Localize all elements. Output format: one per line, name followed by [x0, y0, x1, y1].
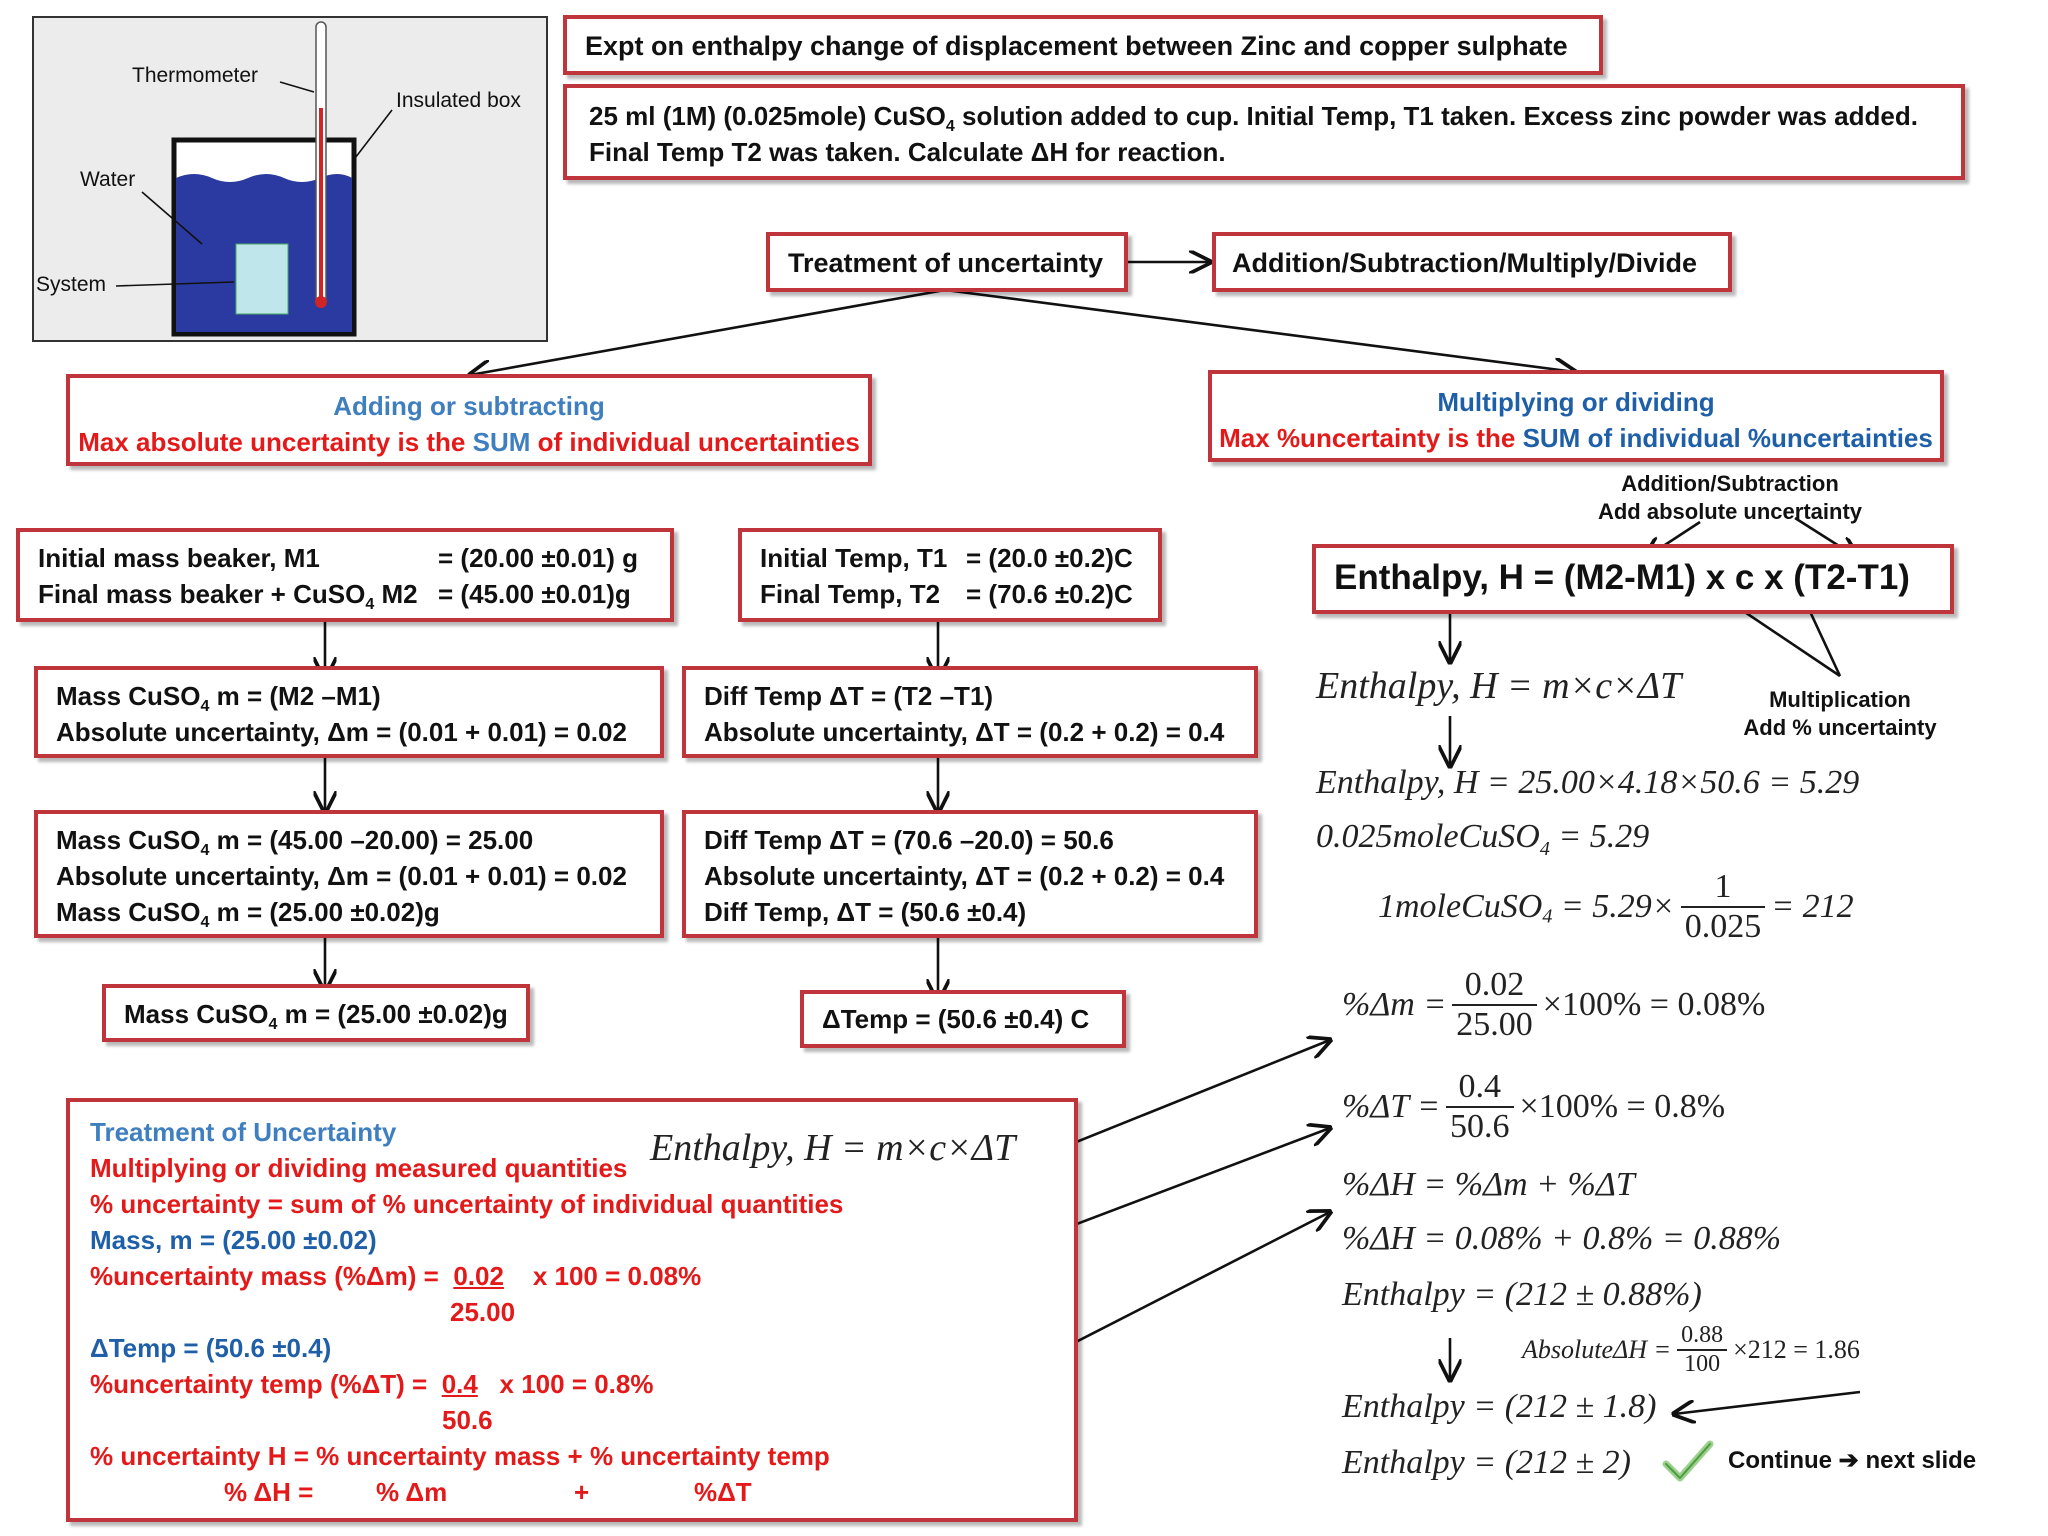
- eq-percent-h-2: %ΔH = 0.08% + 0.8% = 0.88%: [1342, 1220, 1782, 1257]
- page-title: Expt on enthalpy change of displacement …: [585, 31, 1568, 61]
- mass-box-2: Mass CuSO4 m = (M2 –M1) Absolute uncerta…: [34, 666, 664, 758]
- enthalpy-box: Enthalpy, H = (M2-M1) x c x (T2-T1): [1312, 544, 1954, 614]
- adding-box: Adding or subtracting Max absolute uncer…: [66, 374, 872, 466]
- eq-percent-h-1: %ΔH = %Δm + %ΔT: [1342, 1166, 1635, 1203]
- eq-enthalpy-2: Enthalpy, H = 25.00×4.18×50.6 = 5.29: [1316, 764, 1860, 801]
- title-box: Expt on enthalpy change of displacement …: [563, 15, 1603, 75]
- intro-text: 25 ml (1M) (0.025mole) CuSO4 solution ad…: [589, 101, 1918, 167]
- eq-enthalpy-4: Enthalpy = (212 ± 1.8): [1342, 1388, 1657, 1425]
- bottom-title: Treatment of Uncertainty: [90, 1117, 397, 1147]
- temp-box-3: Diff Temp ΔT = (70.6 –20.0) = 50.6 Absol…: [682, 810, 1258, 938]
- bottom-uncertainty-box: Treatment of Uncertainty Multiplying or …: [66, 1098, 1078, 1522]
- insulated-box-label: Insulated box: [396, 89, 521, 112]
- operations-box: Addition/Subtraction/Multiply/Divide: [1212, 232, 1732, 292]
- water-label: Water: [80, 168, 136, 191]
- treatment-box: Treatment of uncertainty: [766, 232, 1128, 292]
- apparatus-drawing: [115, 21, 393, 337]
- bottom-enthalpy-eq: Enthalpy, H = m×c×ΔT: [650, 1127, 1016, 1169]
- temp-box-2: Diff Temp ΔT = (T2 –T1) Absolute uncerta…: [682, 666, 1258, 758]
- multiplying-rule: Max %uncertainty is the SUM of individua…: [1219, 423, 1933, 453]
- adding-rule: Max absolute uncertainty is the SUM of i…: [78, 427, 860, 457]
- multiplying-heading: Multiplying or dividing: [1437, 387, 1715, 417]
- temp-box-1: Initial Temp, T1 Final Temp, T2 = (20.0 …: [738, 528, 1162, 622]
- mass-box-4: Mass CuSO4 m = (25.00 ±0.02)g: [102, 984, 530, 1042]
- system-label: System: [36, 273, 107, 296]
- intro-box: 25 ml (1M) (0.025mole) CuSO4 solution ad…: [563, 84, 1965, 180]
- operations-label: Addition/Subtraction/Multiply/Divide: [1232, 248, 1697, 278]
- thermometer-label: Thermometer: [132, 64, 259, 87]
- mass-box-1: Initial mass beaker, M1 Final mass beake…: [16, 528, 674, 622]
- eq-enthalpy-3: Enthalpy = (212 ± 0.88%): [1342, 1276, 1702, 1313]
- treatment-label: Treatment of uncertainty: [788, 248, 1104, 278]
- arrow-right-icon: ➔: [1838, 1447, 1859, 1474]
- addsub-note: Addition/Subtraction Add absolute uncert…: [1597, 471, 1863, 524]
- eq-enthalpy-5: Enthalpy = (212 ± 2): [1342, 1444, 1631, 1481]
- eq-enthalpy-1: Enthalpy, H = m×c×ΔT: [1316, 665, 1682, 707]
- temp-box-4: ΔTemp = (50.6 ±0.4) C: [800, 990, 1126, 1048]
- eq-moles-1: 0.025moleCuSO4 = 5.29: [1316, 818, 1650, 860]
- adding-heading: Adding or subtracting: [333, 391, 605, 421]
- mult-note: Multiplication Add % uncertainty: [1743, 687, 1937, 740]
- checkmark-icon: [1662, 1440, 1714, 1482]
- continue-next-slide[interactable]: Continue ➔ next slide: [1728, 1447, 1977, 1474]
- multiplying-box: Multiplying or dividing Max %uncertainty…: [1208, 370, 1944, 462]
- mass-box-3: Mass CuSO4 m = (45.00 –20.00) = 25.00 Ab…: [34, 810, 664, 938]
- apparatus-diagram: Thermometer Insulated box Water System: [32, 16, 548, 342]
